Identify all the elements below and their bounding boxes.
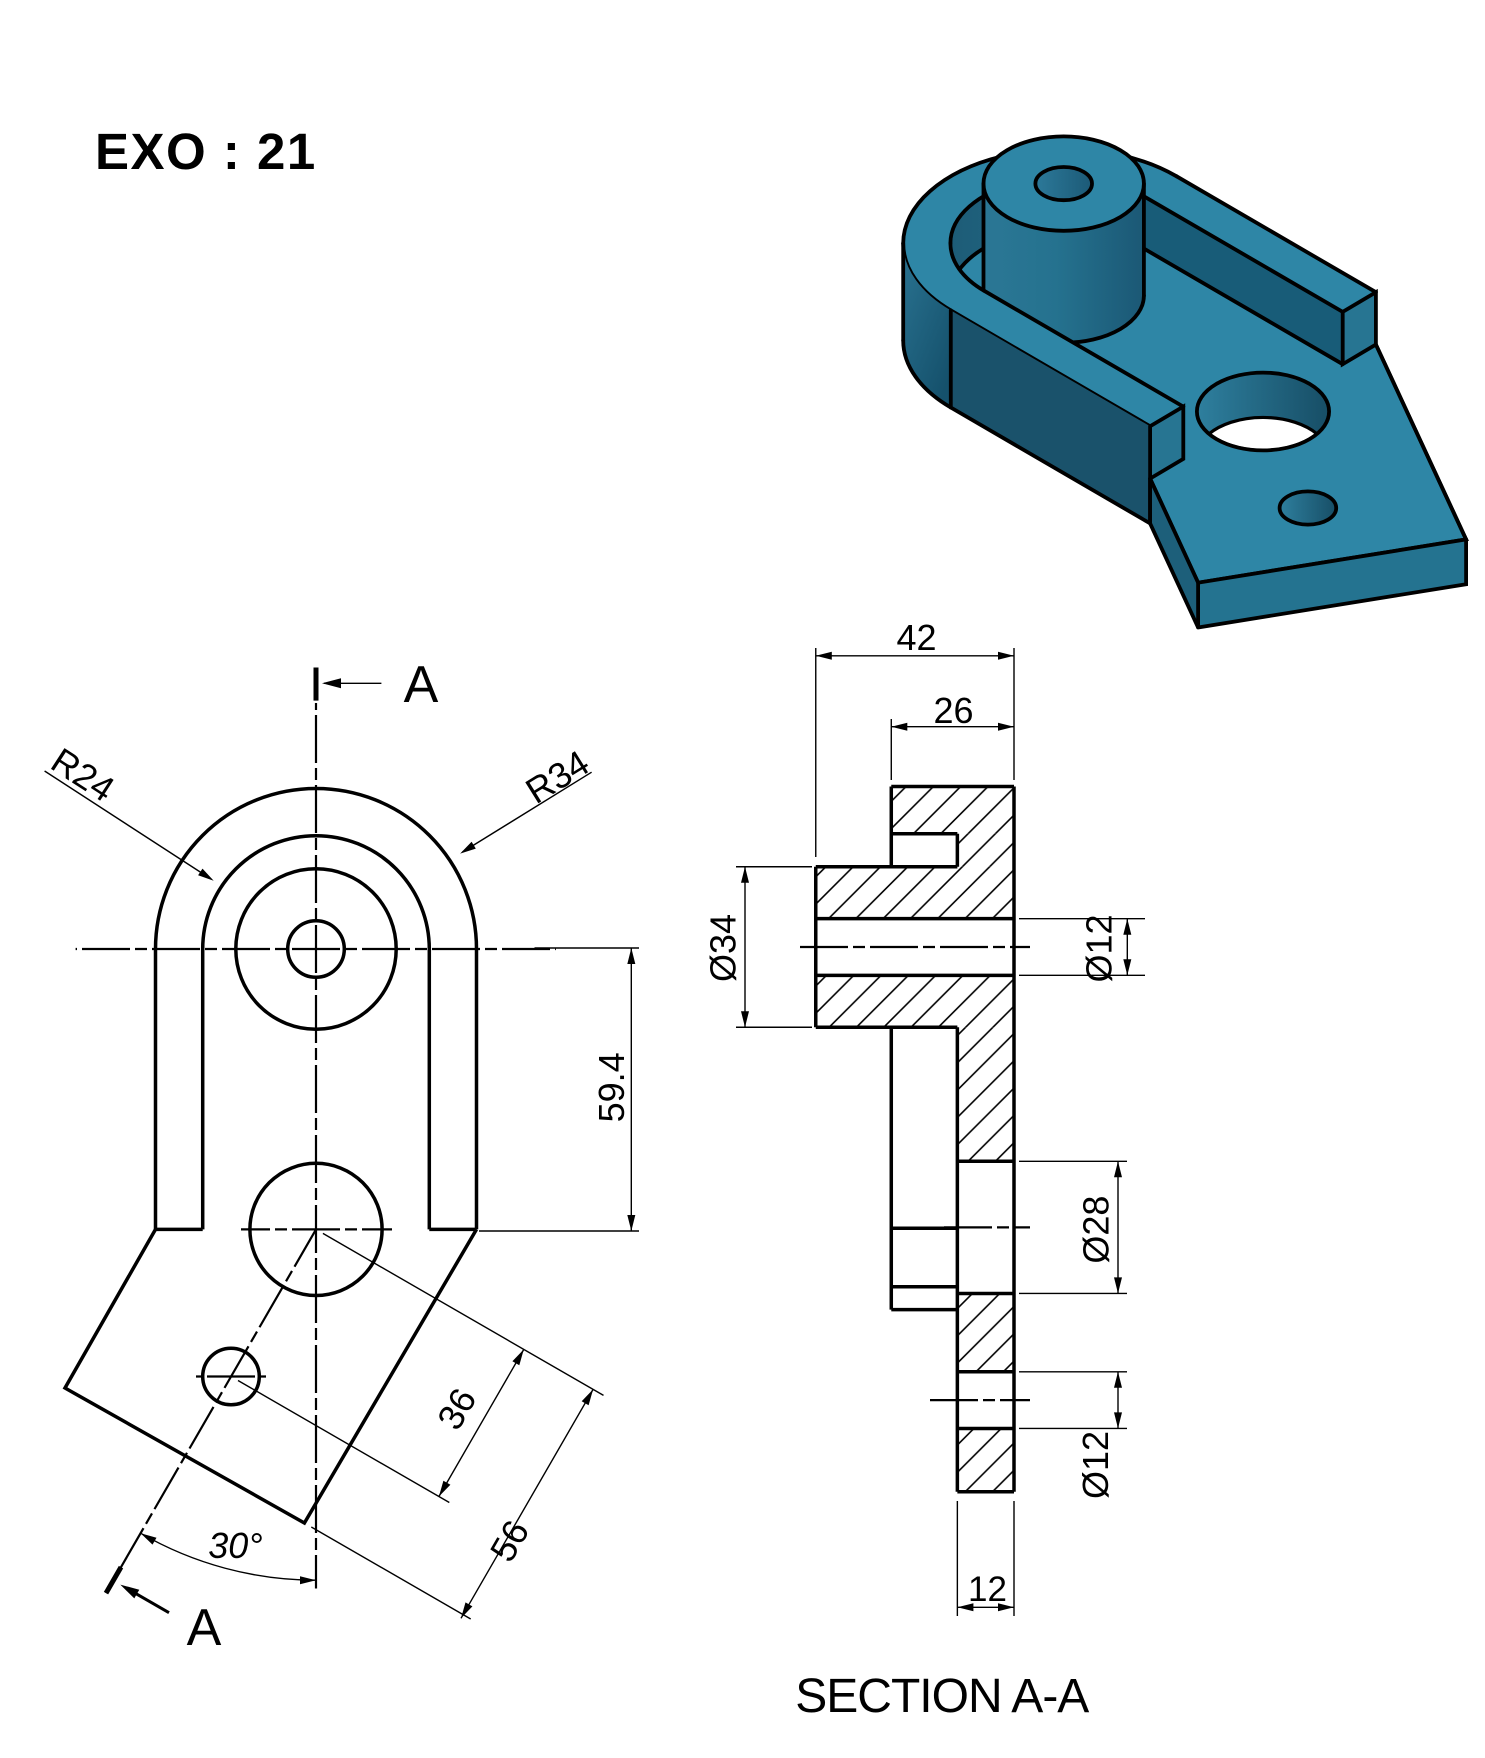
svg-text:A: A	[404, 656, 439, 714]
svg-text:Ø12: Ø12	[1079, 914, 1120, 982]
svg-text:26: 26	[933, 690, 973, 731]
svg-text:Ø12: Ø12	[1075, 1431, 1116, 1499]
svg-text:59.4: 59.4	[591, 1052, 632, 1122]
svg-text:EXO : 21: EXO : 21	[95, 123, 317, 180]
svg-text:12: 12	[968, 1570, 1007, 1609]
svg-text:42: 42	[896, 617, 936, 658]
svg-text:30°: 30°	[208, 1525, 262, 1566]
svg-text:A: A	[187, 1599, 222, 1657]
svg-text:Ø34: Ø34	[703, 914, 744, 982]
svg-text:SECTION A-A: SECTION A-A	[795, 1670, 1089, 1723]
svg-text:Ø28: Ø28	[1076, 1196, 1117, 1264]
